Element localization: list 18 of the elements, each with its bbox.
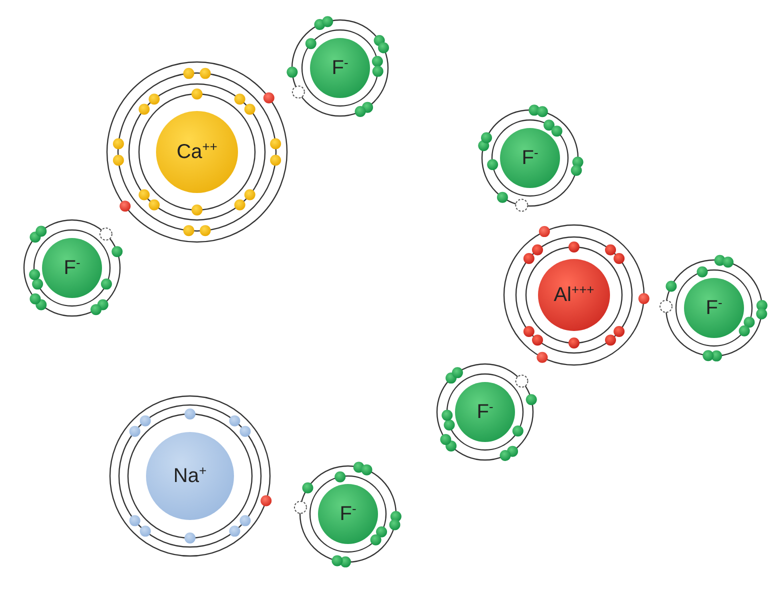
ion-symbol: F$^{-}$ <box>706 296 722 320</box>
ion-symbol: F$^{-}$ <box>476 400 494 424</box>
ion-symbol: F$^{-}$ <box>340 502 356 526</box>
nucleus <box>500 128 560 188</box>
ion-symbol: F$^{-}$ <box>332 56 348 80</box>
ion-symbol: F$^{-}$ <box>64 256 80 280</box>
ion-symbol: F$^{-}$ <box>522 146 538 170</box>
nucleus <box>318 484 378 544</box>
nucleus <box>42 238 102 298</box>
nucleus <box>146 432 234 520</box>
nucleus <box>538 259 610 331</box>
nucleus <box>684 278 744 338</box>
nucleus <box>310 38 370 98</box>
ion-symbol: Na$^{+}$ <box>173 464 207 488</box>
ion-symbol: Al$^{+++}$ <box>554 284 594 306</box>
ion-symbol: Ca$^{++}$ <box>176 140 218 164</box>
nucleus <box>156 111 238 193</box>
nucleus <box>455 382 515 442</box>
